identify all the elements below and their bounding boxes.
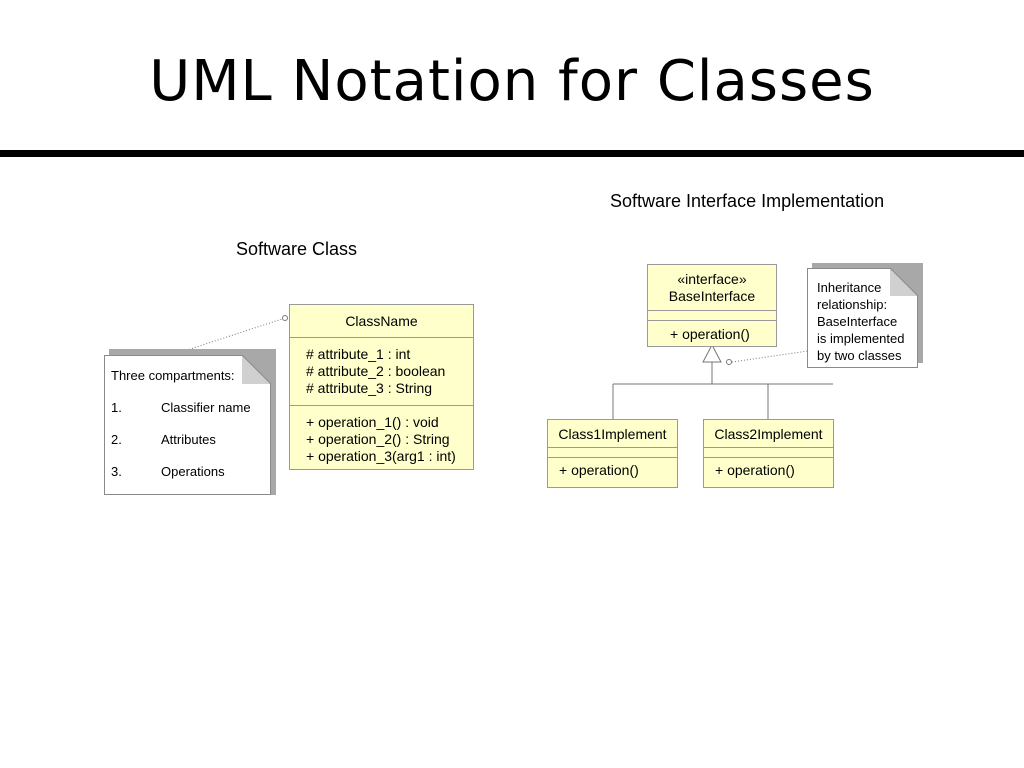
operation-row: + operation_1() : void — [306, 414, 439, 430]
software-class-caption: Software Class — [236, 239, 358, 259]
classname-box: ClassName # attribute_1 : int # attribut… — [289, 304, 474, 470]
interface-operations-compartment: + operation() — [648, 321, 776, 343]
class2-operation: + operation() — [715, 462, 795, 478]
interface-name: BaseInterface — [668, 288, 756, 304]
class1-operations-compartment: + operation() — [548, 458, 677, 479]
class-name-compartment: ClassName — [290, 305, 473, 338]
attribute-row: # attribute_1 : int — [306, 346, 411, 362]
note-item: 1.Classifier name — [111, 400, 251, 415]
inheritance-note-line: BaseInterface — [817, 314, 898, 329]
base-interface-box: «interface» BaseInterface + operation() — [647, 264, 777, 347]
note-item: 3.Operations — [111, 464, 225, 479]
note-anchor-line-class — [171, 318, 283, 356]
class2-operations-compartment: + operation() — [704, 458, 833, 479]
inheritance-note-line: relationship: — [817, 297, 888, 312]
slide-title: UML Notation for Classes — [149, 49, 875, 114]
inheritance-note-line: is implemented — [817, 331, 905, 346]
attributes-compartment: # attribute_1 : int # attribute_2 : bool… — [290, 338, 473, 406]
class1-name-compartment: Class1Implement — [548, 420, 677, 448]
attribute-row: # attribute_3 : String — [306, 380, 433, 396]
note-anchor-line-interface — [731, 350, 809, 363]
class1-attributes-compartment — [548, 448, 677, 458]
interface-operation: + operation() — [670, 326, 750, 342]
operation-row: + operation_2() : String — [306, 431, 450, 447]
class2-attributes-compartment — [704, 448, 833, 458]
inheritance-note-fold-corner — [890, 268, 919, 297]
note-item: 2.Attributes — [111, 432, 216, 447]
note-anchor-dot-class — [282, 315, 288, 321]
inheritance-note: Inheritance relationship: BaseInterface … — [807, 268, 918, 368]
attribute-row: # attribute_2 : boolean — [306, 363, 446, 379]
inheritance-note-line: by two classes — [817, 348, 902, 363]
realization-arrowhead — [702, 343, 722, 363]
interface-impl-caption: Software Interface Implementation — [610, 191, 885, 211]
class1-operation: + operation() — [559, 462, 639, 478]
class2-name-compartment: Class2Implement — [704, 420, 833, 448]
class1-name: Class1Implement — [558, 426, 667, 442]
class-name: ClassName — [345, 313, 418, 329]
class2-implement-box: Class2Implement + operation() — [703, 419, 834, 488]
note-heading: Three compartments: — [111, 368, 235, 383]
interface-stereotype: «interface» — [677, 271, 747, 287]
class1-implement-box: Class1Implement + operation() — [547, 419, 678, 488]
interface-name-compartment: «interface» BaseInterface — [648, 265, 776, 311]
interface-attributes-compartment — [648, 311, 776, 321]
title-divider — [0, 150, 1024, 157]
operation-row: + operation_3(arg1 : int) — [306, 448, 456, 464]
note-anchor-dot-interface — [726, 359, 732, 365]
note-fold-corner — [242, 355, 272, 385]
inheritance-note-line: Inheritance — [817, 280, 882, 295]
class2-name: Class2Implement — [714, 426, 823, 442]
operations-compartment: + operation_1() : void + operation_2() :… — [290, 406, 473, 465]
